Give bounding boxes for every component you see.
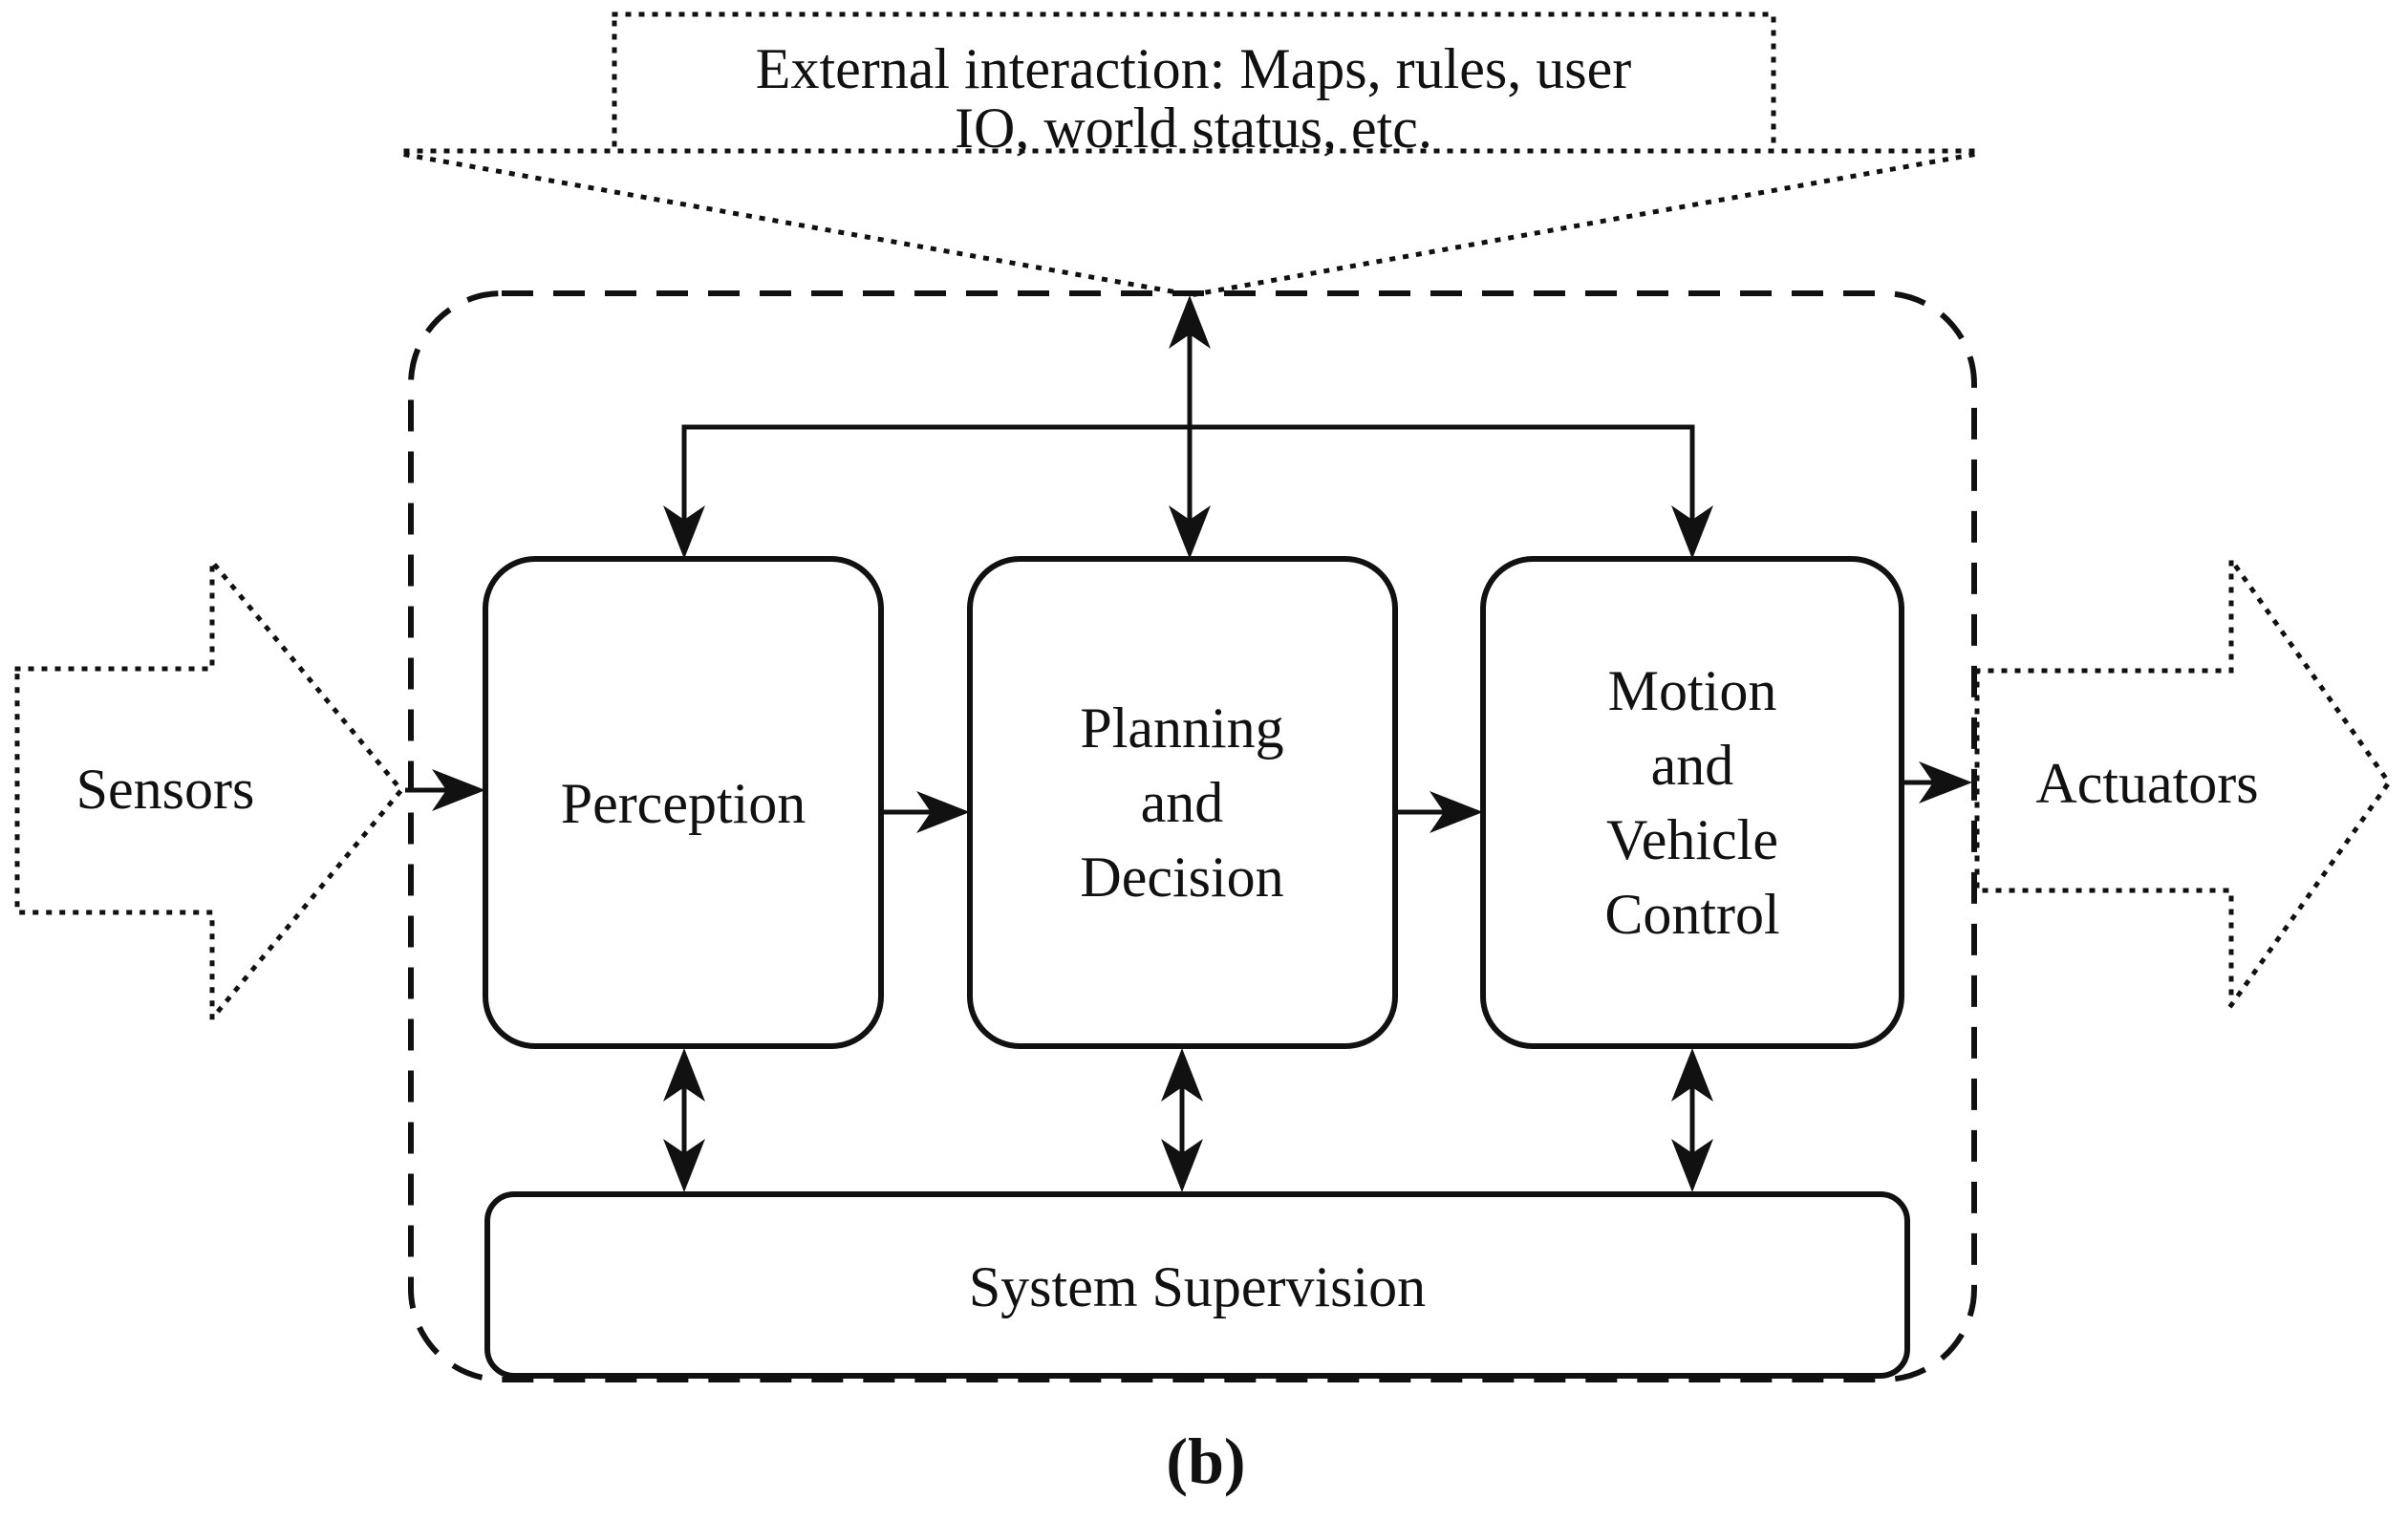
perception-supervision-link [663, 1048, 705, 1192]
perception-label: Perception [561, 772, 806, 835]
arrowhead-down-icon [1671, 1139, 1713, 1192]
external-interaction-callout: External interaction: Maps, rules, user … [403, 11, 1975, 297]
perception-to-planning-arrow [881, 791, 970, 833]
external-interaction-text-line1: External interaction: Maps, rules, user [756, 37, 1631, 100]
arrowhead-up-icon [1671, 1048, 1713, 1102]
actuators-label: Actuators [2035, 752, 2258, 815]
arrowhead-right-icon [1430, 791, 1483, 833]
motion-to-actuators-arrow [1902, 761, 1972, 803]
arrowhead-down-icon [663, 505, 705, 559]
motion-label-line2: and [1651, 734, 1734, 797]
motion-vehicle-control-module: Motion and Vehicle Control [1480, 556, 1904, 1049]
actuators-output-arrow: Actuators [1974, 552, 2393, 1013]
arrowhead-down-icon [1671, 505, 1713, 559]
system-supervision-label: System Supervision [969, 1255, 1426, 1318]
motion-label-line3: Vehicle [1606, 808, 1778, 871]
planning-label-line1: Planning [1080, 696, 1283, 760]
arrowhead-right-icon [1919, 761, 1972, 803]
arrowhead-up-icon [1161, 1048, 1203, 1102]
motion-label-line1: Motion [1608, 659, 1777, 722]
motion-vehicle-control-box [1480, 556, 1904, 1049]
motion-supervision-link [1671, 1048, 1713, 1192]
caption-close-paren: ) [1224, 1425, 1246, 1497]
figure-caption: (b) [1166, 1425, 1245, 1497]
connector-line [681, 424, 1695, 552]
arrowhead-down-icon [663, 1139, 705, 1192]
system-supervision-box [484, 1191, 1910, 1379]
distribution-connector [663, 424, 1713, 559]
sensors-to-perception-arrow [405, 769, 485, 811]
arrowhead-right-icon [432, 769, 485, 811]
external-interaction-text-line2: IO, world status, etc. [955, 96, 1432, 160]
planning-to-motion-arrow [1395, 791, 1483, 833]
planning-decision-box [967, 556, 1398, 1049]
perception-box [483, 556, 884, 1049]
arrowhead-down-icon [1161, 1139, 1203, 1192]
sensors-input-arrow: Sensors [14, 555, 405, 1025]
system-supervision-module: System Supervision [484, 1191, 1910, 1379]
arrowhead-down-icon [1169, 505, 1211, 559]
planning-label-line2: and [1141, 771, 1224, 834]
motion-label-line4: Control [1604, 883, 1779, 946]
arrowhead-up-icon [1169, 295, 1211, 349]
callout-left-funnel-line [403, 152, 1191, 297]
arrowhead-right-icon [916, 791, 970, 833]
sensors-label: Sensors [76, 758, 255, 821]
perception-module: Perception [483, 556, 884, 1049]
sensors-block-arrow-icon [14, 555, 405, 1025]
external-interaction-banner-border [612, 11, 1776, 154]
arrowhead-up-icon [663, 1048, 705, 1102]
planning-decision-module: Planning and Decision [967, 556, 1398, 1049]
caption-letter: b [1188, 1425, 1224, 1497]
callout-right-funnel-line [1193, 152, 1975, 297]
actuators-block-arrow-icon [1974, 552, 2393, 1013]
planning-label-line3: Decision [1080, 846, 1283, 909]
caption-open-paren: ( [1166, 1425, 1188, 1497]
system-boundary-dashed-border [408, 290, 1977, 1382]
planning-supervision-link [1161, 1048, 1203, 1192]
